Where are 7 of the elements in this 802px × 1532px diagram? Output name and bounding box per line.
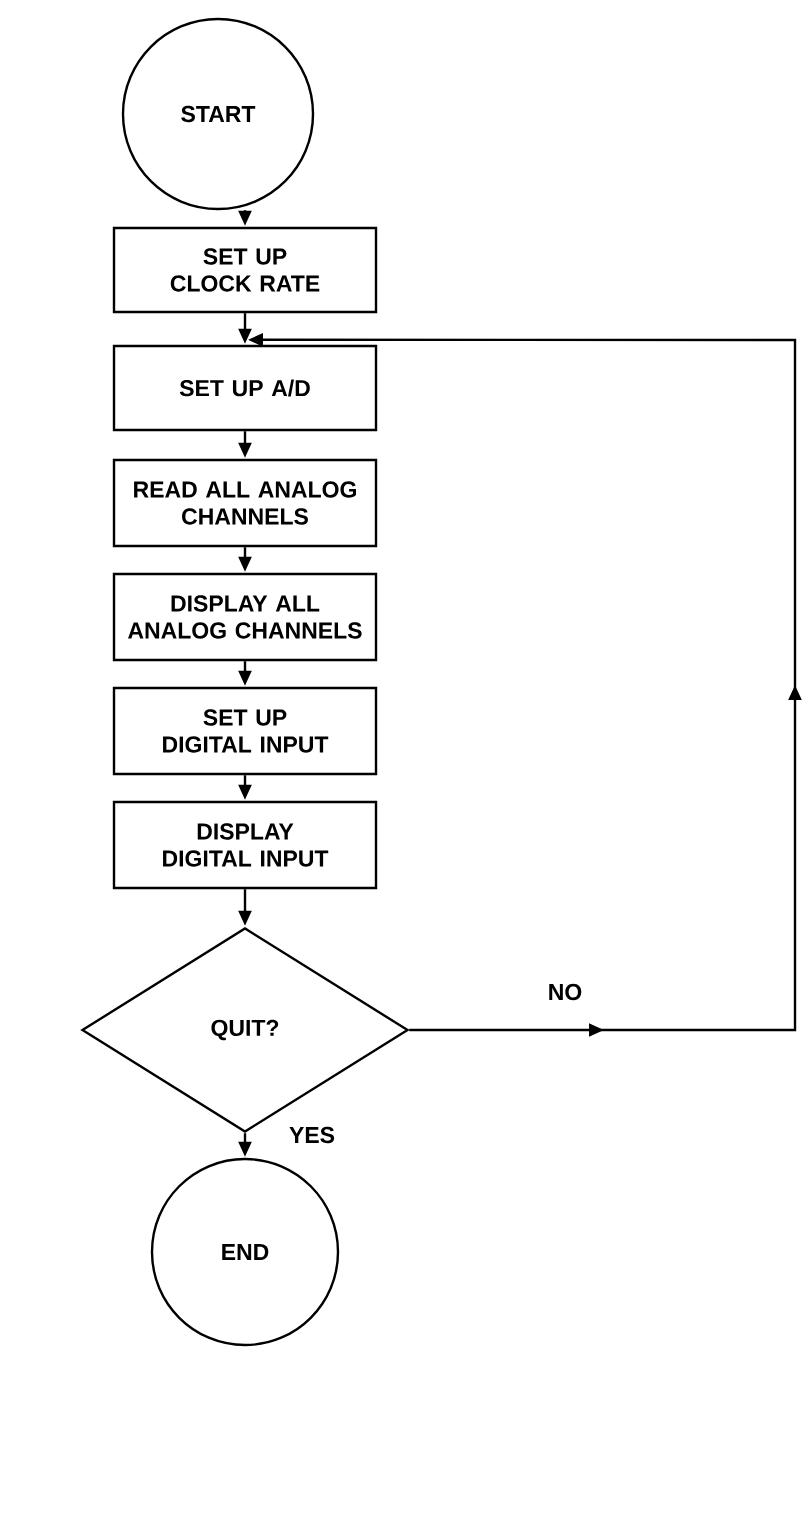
process-box: DISPLAY ALL ANALOG CHANNELS	[112, 572, 378, 662]
process-box: SET UP DIGITAL INPUT	[112, 686, 378, 776]
process-box: SET UP CLOCK RATE	[112, 226, 378, 314]
process-box: SET UP A/D	[112, 344, 378, 432]
process-box: DISPLAY DIGITAL INPUT	[112, 800, 378, 890]
process-box: READ ALL ANALOG CHANNELS	[112, 458, 378, 548]
edge-label: NO	[545, 981, 585, 1003]
